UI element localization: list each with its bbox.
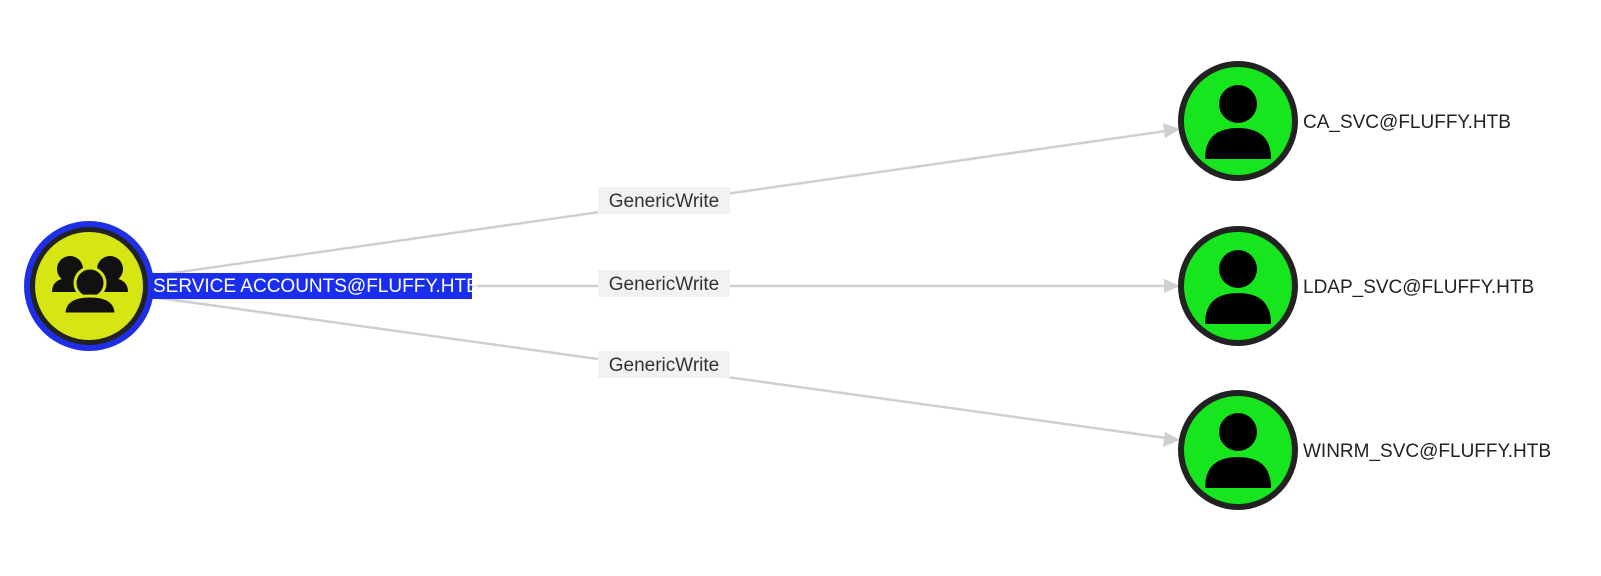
node-label: LDAP_SVC@FLUFFY.HTB bbox=[1303, 277, 1534, 298]
edge-labels: GenericWrite GenericWrite GenericWrite bbox=[598, 187, 730, 378]
edge-label-background bbox=[598, 270, 730, 297]
edge-arrowhead bbox=[1164, 279, 1180, 293]
edge-label-text: GenericWrite bbox=[609, 355, 720, 376]
node-winrm-svc[interactable]: WINRM_SVC@FLUFFY.HTB bbox=[1178, 390, 1551, 510]
edge-label-background bbox=[598, 351, 730, 378]
node-label-highlight bbox=[150, 273, 472, 299]
edge-1[interactable] bbox=[470, 279, 1180, 293]
user-icon bbox=[1205, 250, 1271, 324]
node-ldap-svc[interactable]: LDAP_SVC@FLUFFY.HTB bbox=[1178, 226, 1534, 346]
node-label: SERVICE ACCOUNTS@FLUFFY.HTB bbox=[153, 276, 479, 297]
edge-label-0[interactable]: GenericWrite bbox=[598, 187, 730, 214]
edge-arrowhead bbox=[1163, 123, 1180, 138]
user-group-icon bbox=[52, 256, 128, 316]
user-icon bbox=[1205, 85, 1271, 159]
edge-label-2[interactable]: GenericWrite bbox=[598, 351, 730, 378]
edge-arrowhead bbox=[1163, 432, 1180, 447]
edge-label-text: GenericWrite bbox=[609, 191, 720, 212]
node-label: CA_SVC@FLUFFY.HTB bbox=[1303, 112, 1511, 133]
node-label: WINRM_SVC@FLUFFY.HTB bbox=[1303, 441, 1551, 462]
edge-label-text: GenericWrite bbox=[609, 274, 720, 295]
node-ca-svc[interactable]: CA_SVC@FLUFFY.HTB bbox=[1178, 61, 1511, 181]
user-icon bbox=[1205, 413, 1271, 488]
edge-label-background bbox=[598, 187, 730, 214]
edge-label-1[interactable]: GenericWrite bbox=[598, 270, 730, 297]
node-service-accounts[interactable]: SERVICE ACCOUNTS@FLUFFY.HTB bbox=[24, 221, 479, 351]
